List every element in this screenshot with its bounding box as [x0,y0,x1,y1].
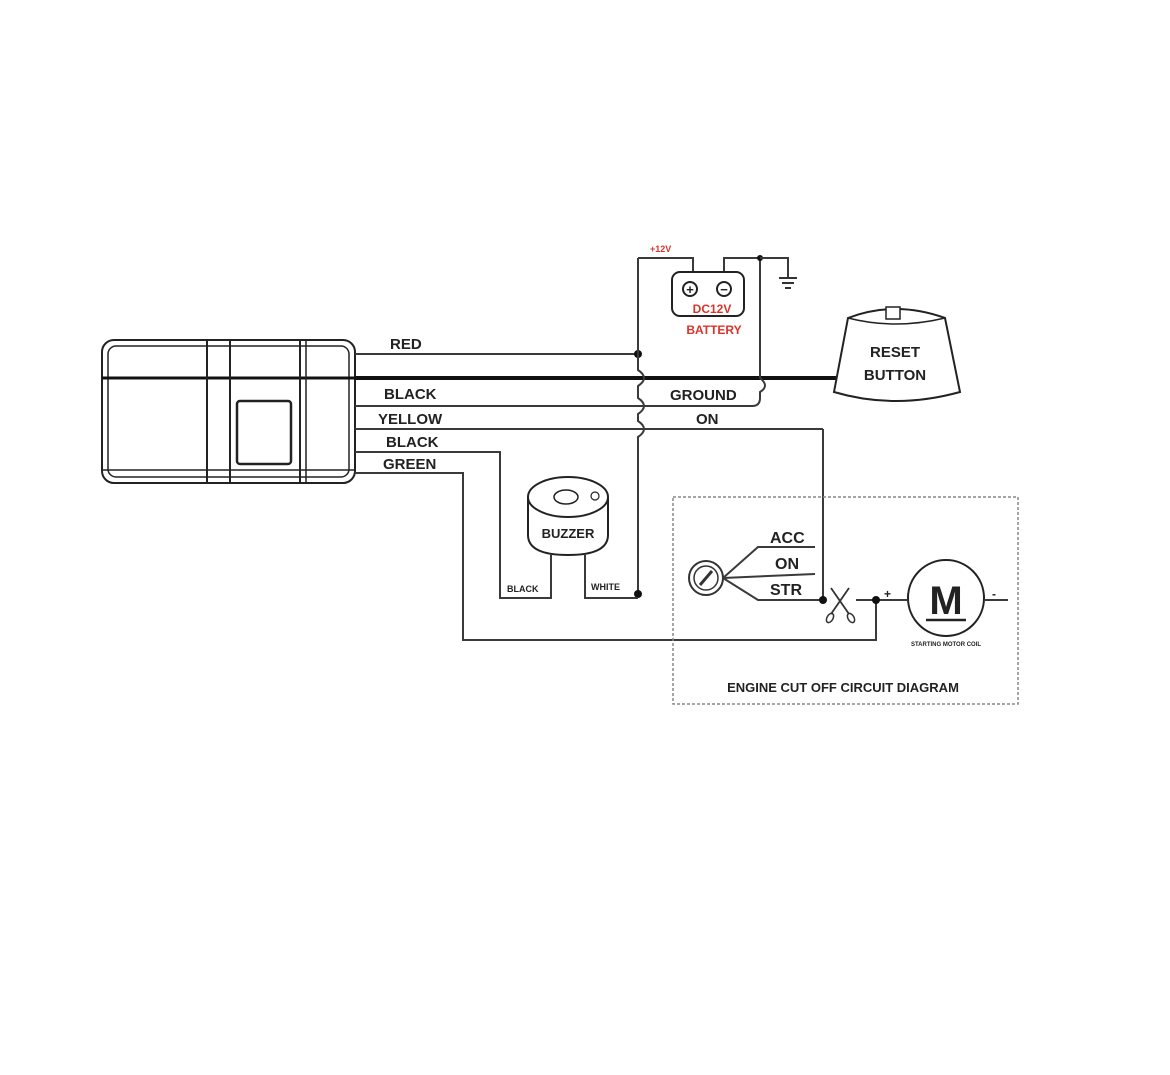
battery-label: BATTERY [686,323,741,337]
ground-symbol-icon [779,277,797,289]
wire-label-green: GREEN [383,456,436,473]
battery-voltage-label: +12V [650,244,671,254]
wire-red: RED [355,336,642,358]
ignition-position-on: ON [775,556,799,573]
ignition-key-icon [688,560,724,596]
svg-text:+: + [686,282,694,297]
motor-label: STARTING MOTOR COIL [911,642,981,648]
buzzer-positive-icon [590,491,600,501]
battery: + − DC12V BATTERY [671,255,797,337]
positive-terminal-icon [682,281,698,297]
wire-label-black-2: BLACK [386,434,439,451]
battery-name: DC12V [693,302,732,316]
junction-dot [872,596,880,604]
wire-ground-return: GROUND [355,258,766,407]
buzzer-lead-white: WHITE [591,582,620,592]
buzzer-label: BUZZER [542,526,595,541]
ignition-position-acc: ACC [770,530,805,547]
scissors-cut-icon [825,587,856,624]
motor-icon: M [907,559,985,637]
wire-yellow: YELLOW ON [355,411,824,600]
reset-button-label-1: RESET [870,344,920,361]
wire-black-buzzer: BLACK [355,434,552,599]
ignition-position-str: STR [770,582,802,599]
motor-minus: - [992,587,996,601]
wire-label-red: RED [390,336,422,353]
wire-black-ground: BLACK [355,376,840,403]
wire-green: GREEN [355,456,877,641]
negative-terminal-icon [716,281,732,297]
wire-function-on: ON [696,411,719,428]
wire-function-ground: GROUND [670,387,737,404]
motor-symbol: M [929,579,962,623]
tracker-unit [101,339,356,484]
wire-label-black: BLACK [384,386,437,403]
wire-12v-feed: +12V [634,244,694,598]
buzzer-lead-black: BLACK [507,584,539,594]
reset-button-label-2: BUTTON [864,367,926,384]
engine-cutoff-box: ENGINE CUT OFF CIRCUIT DIAGRAM ACC ON ST… [672,496,1019,705]
reset-button-component: RESET BUTTON [832,306,962,402]
motor-plus: + [884,587,891,601]
buzzer: BUZZER BLACK WHITE [507,476,638,599]
engine-cutoff-title: ENGINE CUT OFF CIRCUIT DIAGRAM [727,680,959,695]
junction-dot [819,596,827,604]
junction-dot [634,590,642,598]
svg-text:−: − [720,282,728,297]
wire-label-yellow: YELLOW [378,411,443,428]
